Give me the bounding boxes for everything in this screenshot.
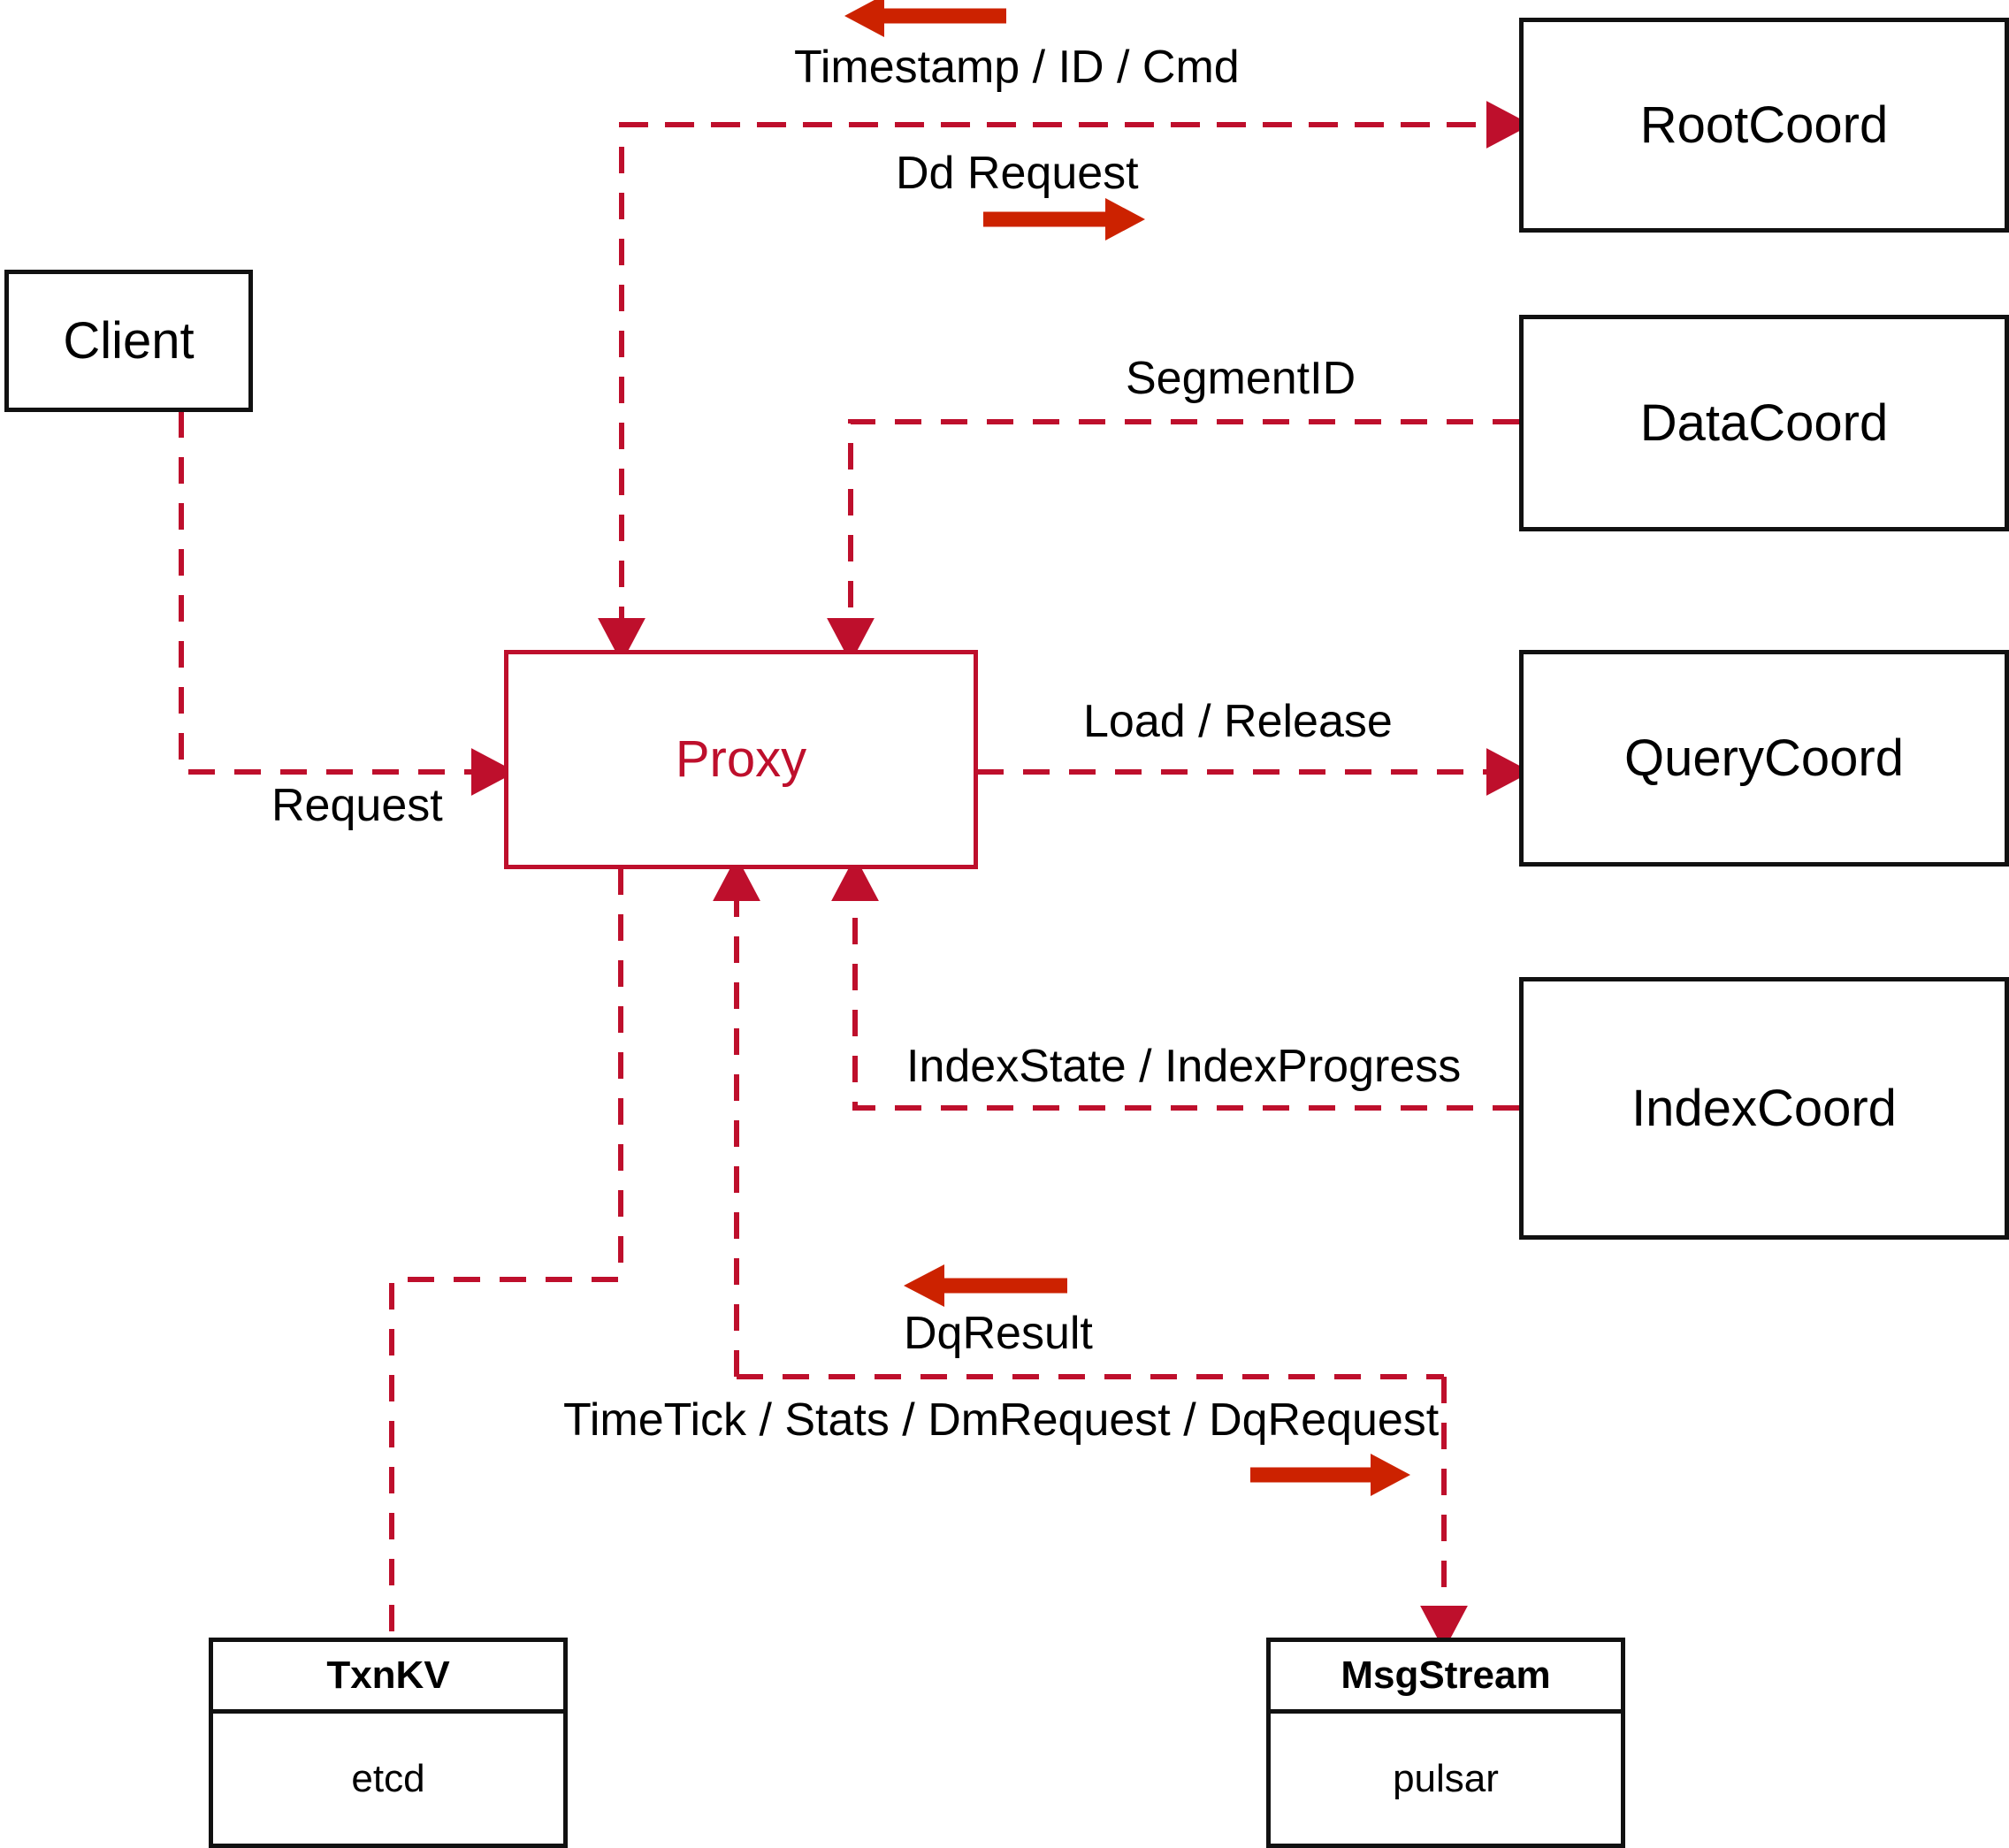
- edge-rootcoord-to-proxy: [598, 122, 1519, 663]
- node-indexcoord[interactable]: IndexCoord: [1519, 977, 2009, 1240]
- edge-datacoord-to-proxy: [827, 419, 1519, 663]
- node-rootcoord-label: RootCoord: [1639, 95, 1889, 154]
- node-txnkv-impl: etcd: [351, 1756, 425, 1800]
- node-datacoord-label: DataCoord: [1639, 393, 1889, 452]
- node-txnkv-title: TxnKV: [326, 1653, 450, 1697]
- edge-client-to-proxy: [179, 411, 516, 796]
- node-client[interactable]: Client: [4, 270, 253, 412]
- node-proxy[interactable]: Proxy: [504, 650, 978, 869]
- node-msgstream-title: MsgStream: [1341, 1653, 1551, 1697]
- edge-label-timetick-stats: TimeTick / Stats / DmRequest / DqRequest: [563, 1394, 1440, 1446]
- node-txnkv-header: TxnKV: [213, 1642, 563, 1714]
- edge-label-request: Request: [271, 780, 443, 831]
- direction-arrow-timetick-stats: [1250, 1454, 1410, 1496]
- edge-label-segment-id: SegmentID: [1126, 353, 1356, 404]
- edge-label-dq-result: DqResult: [904, 1308, 1093, 1359]
- node-msgstream-impl: pulsar: [1393, 1756, 1499, 1800]
- direction-arrow-dd-request: [983, 198, 1145, 241]
- edge-proxy-to-txnkv: [389, 868, 623, 1638]
- node-indexcoord-label: IndexCoord: [1631, 1079, 1897, 1137]
- direction-arrow-timestamp-id-cmd: [844, 0, 1006, 37]
- node-txnkv[interactable]: TxnKV etcd: [209, 1638, 568, 1848]
- node-querycoord[interactable]: QueryCoord: [1519, 650, 2009, 867]
- node-txnkv-body: etcd: [213, 1714, 563, 1844]
- node-msgstream-header: MsgStream: [1271, 1642, 1621, 1714]
- edge-label-load-release: Load / Release: [1083, 696, 1393, 747]
- edge-label-dd-request: Dd Request: [896, 148, 1139, 199]
- node-msgstream[interactable]: MsgStream pulsar: [1266, 1638, 1625, 1848]
- node-rootcoord[interactable]: RootCoord: [1519, 18, 2009, 233]
- edge-label-index-state-progress: IndexState / IndexProgress: [906, 1041, 1462, 1092]
- node-msgstream-body: pulsar: [1271, 1714, 1621, 1844]
- edge-label-timestamp-id-cmd: Timestamp / ID / Cmd: [794, 42, 1240, 93]
- direction-arrow-dq-result: [904, 1264, 1067, 1307]
- edge-indexcoord-to-proxy: [831, 856, 1519, 1111]
- node-datacoord[interactable]: DataCoord: [1519, 315, 2009, 531]
- node-client-label: Client: [63, 311, 195, 370]
- node-querycoord-label: QueryCoord: [1624, 729, 1904, 787]
- node-proxy-label: Proxy: [675, 730, 807, 788]
